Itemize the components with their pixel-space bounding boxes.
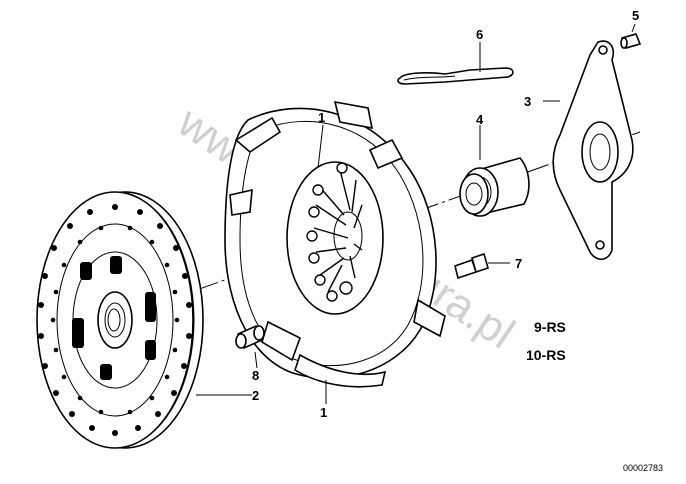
spring-clip [397,67,514,85]
callout-6: 6 [476,27,483,42]
disc-rivet-holes [38,204,192,436]
diaphragm-fingers [306,162,363,302]
damper-windows [72,251,158,389]
dowel-sleeve [235,324,265,350]
disc-hub [97,291,133,349]
callout-1: 1 [318,110,325,125]
release-fork [552,40,634,261]
variant-label-9-rs: 9-RS [534,319,566,335]
callout-2: 2 [252,388,259,403]
callout-3: 3 [524,94,531,109]
damper-springs [72,256,156,380]
callout-7: 7 [515,256,522,271]
callout-5: 5 [632,8,639,23]
diagram-reference-number: 00002783 [623,463,663,473]
callout-4: 4 [476,112,484,127]
bolt [454,252,489,280]
variant-label-10-rs: 10-RS [526,347,566,363]
retaining-pin [620,33,642,49]
pressure-plate [224,100,446,388]
release-bearing [459,157,530,217]
leader-lines [196,23,636,404]
callout-1-bottom: 1 [320,405,327,420]
clutch-disc [36,191,204,449]
callout-8: 8 [252,368,259,383]
